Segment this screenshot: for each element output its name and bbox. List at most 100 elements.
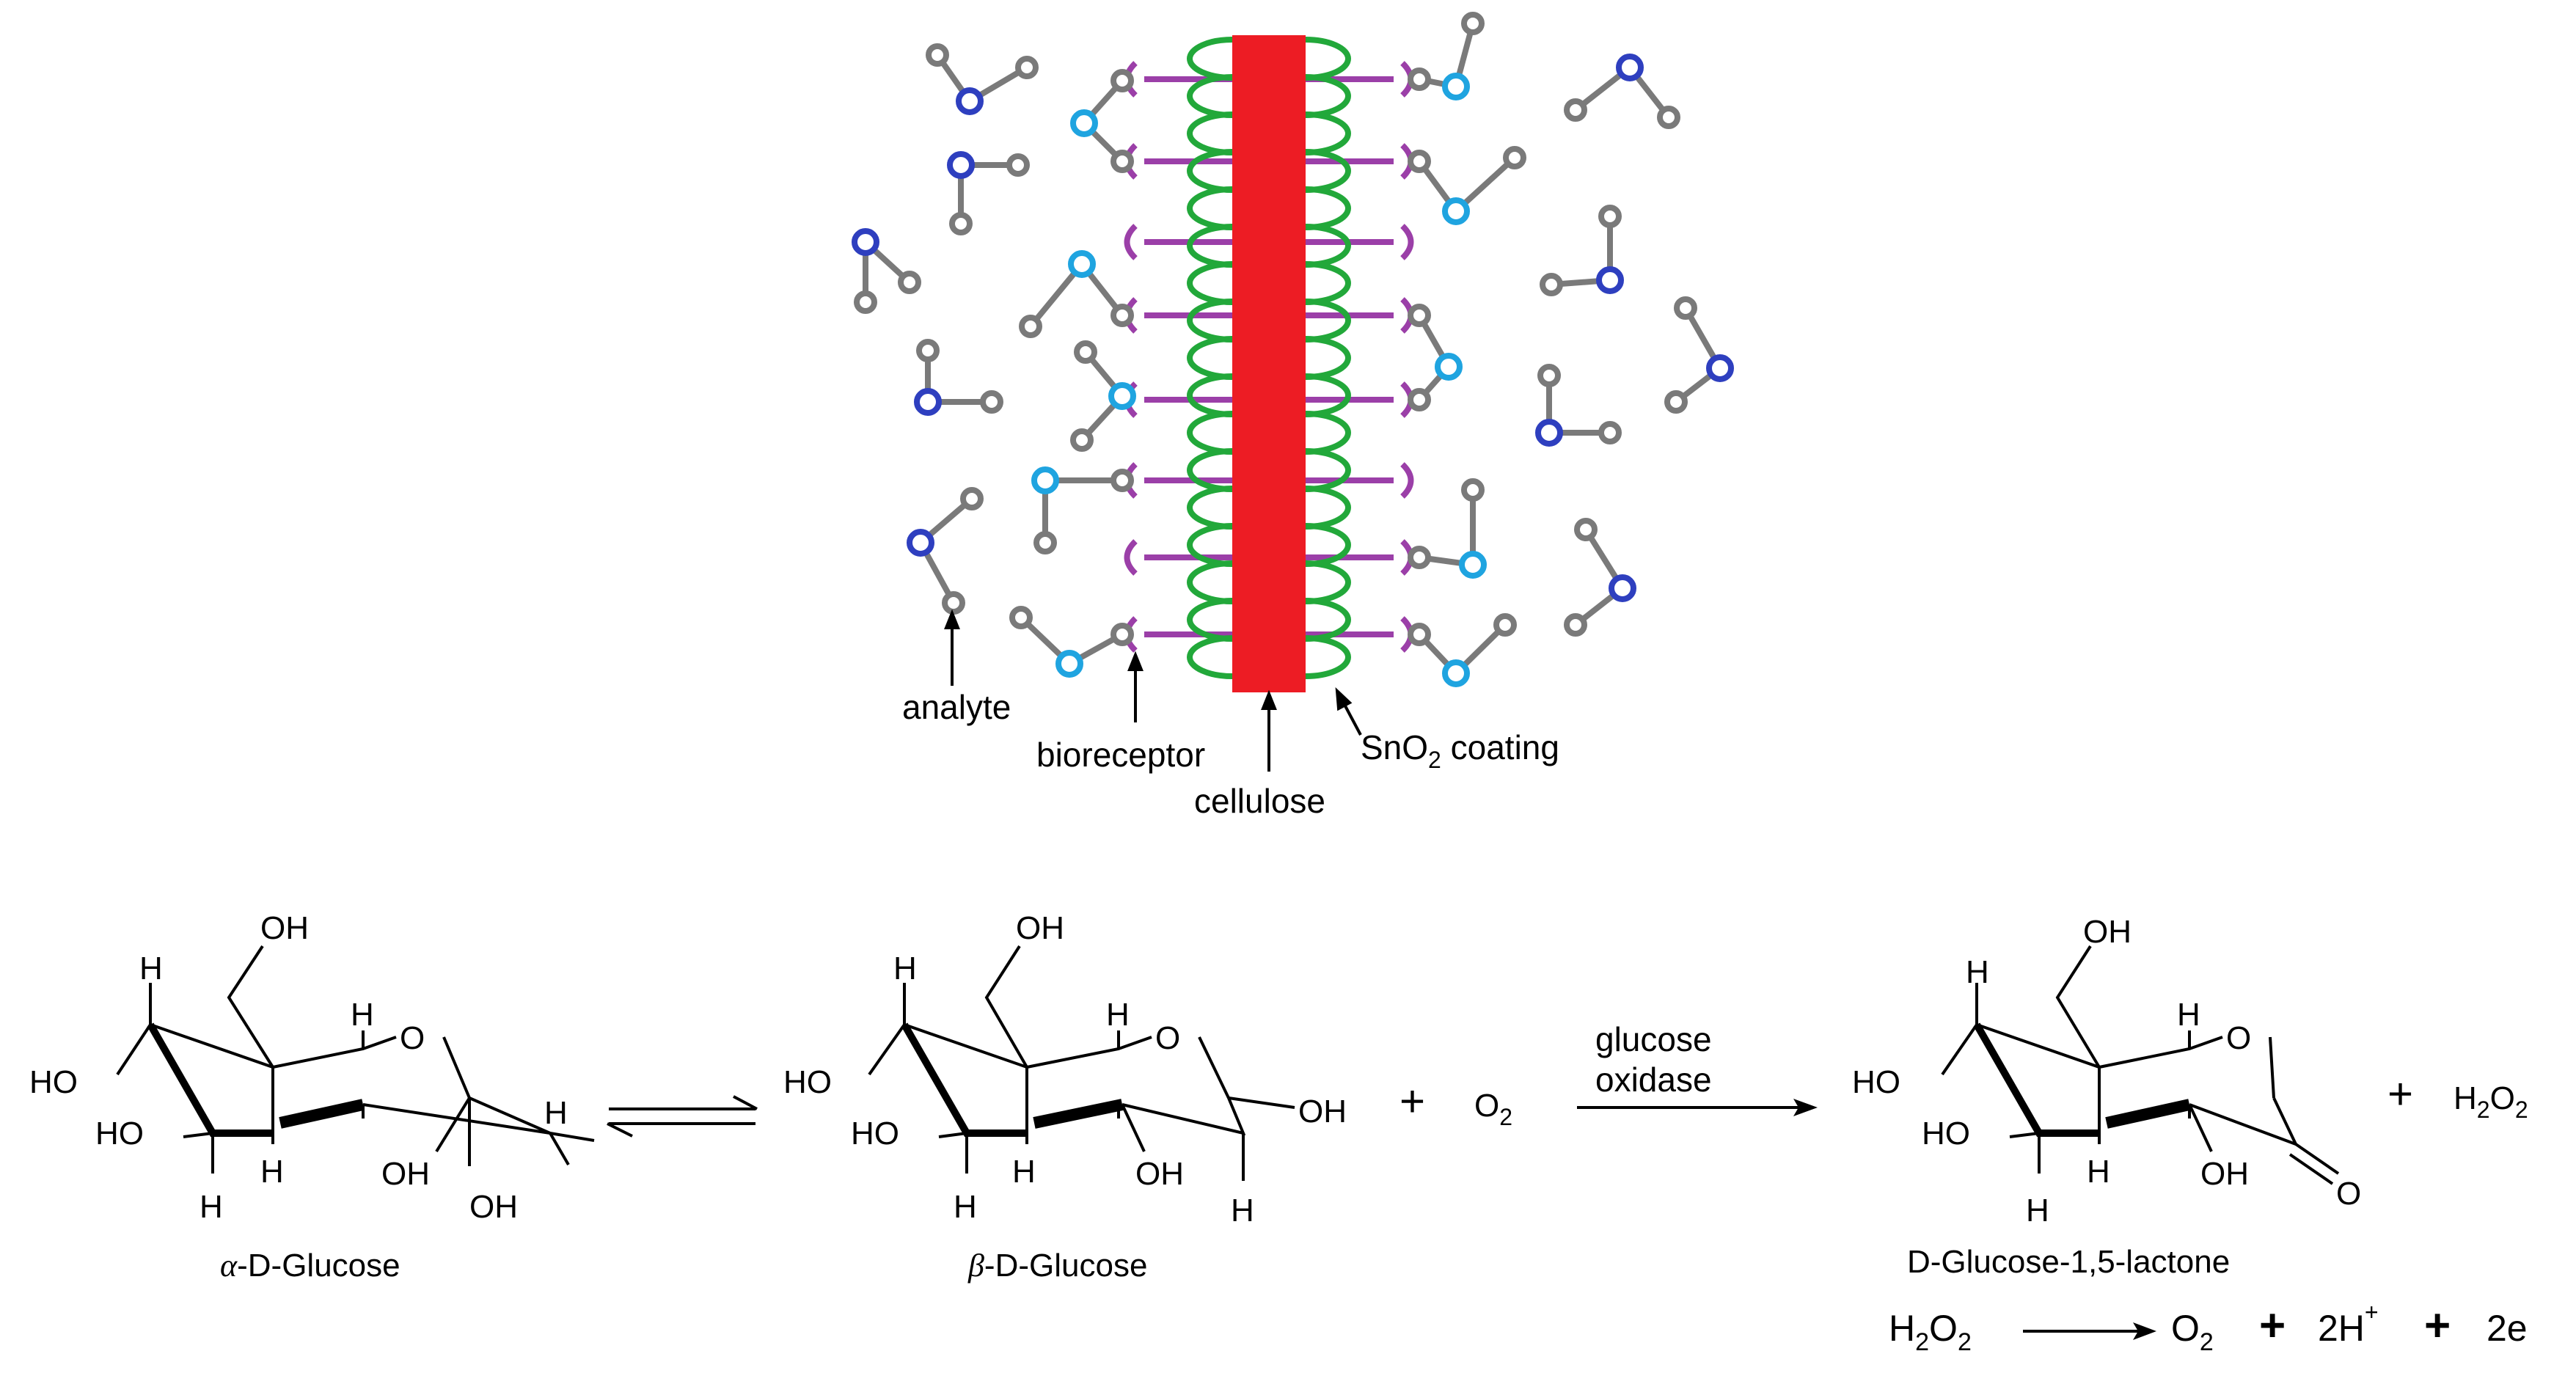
bioreceptor-cup-right bbox=[1400, 224, 1414, 260]
lactone-ho-c3: HO bbox=[1922, 1116, 1970, 1152]
product-h2o2: H2O2 bbox=[2454, 1080, 2528, 1123]
alpha-h-c2: H bbox=[260, 1154, 284, 1190]
analyte-center-atom bbox=[1616, 54, 1644, 81]
beta-oh-c2: OH bbox=[1135, 1156, 1184, 1192]
analyte-center-atom bbox=[1535, 419, 1563, 447]
decomp-o2-sub: 2 bbox=[2200, 1328, 2214, 1356]
enzyme-label: glucose oxidase bbox=[1595, 1020, 1712, 1099]
analyte-center-atom bbox=[1442, 73, 1470, 100]
coating-label-subscript: 2 bbox=[1428, 747, 1441, 773]
analyte-atom bbox=[1493, 613, 1517, 637]
coating-arrowhead bbox=[1335, 686, 1353, 711]
analyte-center-atom bbox=[1068, 250, 1096, 278]
decomp-protons-main: 2H bbox=[2318, 1308, 2365, 1349]
bound-analyte bbox=[1408, 478, 1487, 579]
decomp-h2o2-sub2: 2 bbox=[1958, 1328, 1972, 1356]
analyte-center-atom bbox=[1442, 659, 1470, 687]
alpha-oh-c1: OH bbox=[469, 1189, 518, 1225]
alpha-h-c1: H bbox=[544, 1095, 568, 1131]
bioreceptor-arrowhead bbox=[1127, 651, 1144, 671]
peroxide-decomposition: H2O2 O2 + 2H+ + 2e bbox=[1889, 1299, 2528, 1356]
analyte-center-atom bbox=[1108, 382, 1136, 410]
analyte-center-atom bbox=[907, 529, 934, 557]
decomp-o2: O2 bbox=[2171, 1308, 2214, 1356]
analyte-atom bbox=[916, 339, 940, 362]
beta-oh-top: OH bbox=[1016, 910, 1064, 946]
analyte-center-atom bbox=[1706, 354, 1734, 382]
analyte-atom bbox=[1408, 388, 1431, 411]
alpha-glucose-atoms: OH H HO HO H H O H OH OH H α-D-Glucose bbox=[29, 910, 568, 1284]
analyte-center-atom bbox=[852, 228, 879, 256]
analyte-atom bbox=[960, 487, 984, 510]
analyte-arrowhead bbox=[944, 609, 960, 629]
analyte-atom bbox=[1110, 623, 1134, 646]
analyte-atom bbox=[1503, 146, 1526, 169]
analyte-atom bbox=[1540, 273, 1563, 296]
lactone-carbonyl-o: O bbox=[2336, 1176, 2361, 1212]
product-h2o2-sub1: 2 bbox=[2477, 1096, 2490, 1123]
decomp-protons-sup: + bbox=[2365, 1299, 2379, 1325]
decomp-h2o2: H2O2 bbox=[1889, 1308, 1972, 1356]
lactone-h-c5: H bbox=[2177, 997, 2200, 1033]
free-analyte bbox=[852, 228, 921, 314]
analyte-atom bbox=[1110, 304, 1134, 327]
bioreceptor-cup-left bbox=[1124, 539, 1138, 576]
free-analyte bbox=[1664, 296, 1734, 414]
decomp-arrow bbox=[2023, 1322, 2156, 1340]
alpha-ring-o: O bbox=[400, 1020, 425, 1056]
equilibrium-arrows bbox=[607, 1095, 758, 1138]
free-analyte bbox=[947, 151, 1030, 235]
bound-analyte bbox=[1031, 466, 1134, 554]
analyte-atom bbox=[1074, 340, 1097, 364]
analyte-atom bbox=[1408, 304, 1431, 327]
free-analyte bbox=[1564, 518, 1636, 637]
analyte-atom bbox=[942, 591, 965, 615]
analyte-center-atom bbox=[1031, 466, 1059, 494]
analyte-atom bbox=[1664, 390, 1688, 414]
bound-analyte bbox=[1408, 146, 1526, 225]
free-analyte bbox=[914, 339, 1003, 416]
alpha-h-c5: H bbox=[351, 997, 374, 1033]
alpha-oh-top: OH bbox=[260, 910, 309, 946]
analyte-atom bbox=[1009, 606, 1033, 629]
analyte-atom bbox=[1657, 106, 1680, 129]
cellulose-arrowhead bbox=[1261, 689, 1277, 710]
analyte-atom bbox=[1110, 69, 1134, 92]
alpha-symbol: α bbox=[220, 1248, 238, 1284]
analyte-atom bbox=[980, 390, 1003, 414]
beta-h-c4: H bbox=[893, 951, 917, 986]
analyte-atom bbox=[1408, 546, 1431, 569]
analyte-atom bbox=[1574, 518, 1598, 541]
lactone-structure bbox=[1941, 945, 2340, 1185]
analyte-center-atom bbox=[1442, 197, 1470, 225]
lactone-name: D-Glucose-1,5-lactone bbox=[1907, 1244, 2230, 1280]
analyte-atom bbox=[1408, 150, 1431, 173]
analyte-center-atom bbox=[1435, 353, 1463, 381]
lactone-ring-o: O bbox=[2226, 1020, 2251, 1056]
analyte-atom bbox=[1110, 150, 1134, 173]
alpha-ho-c4: HO bbox=[29, 1064, 78, 1100]
coating-label-main: SnO bbox=[1361, 728, 1428, 766]
coating-label-suffix: coating bbox=[1441, 728, 1559, 766]
reactant-o2-subscript: 2 bbox=[1499, 1104, 1512, 1130]
analyte-atom bbox=[1070, 428, 1094, 452]
decomp-h2o2-h: H bbox=[1889, 1308, 1915, 1349]
enzyme-line-2: oxidase bbox=[1595, 1061, 1712, 1099]
bound-analyte bbox=[1408, 304, 1463, 411]
reactant-o2-main: O bbox=[1474, 1088, 1499, 1124]
beta-h-c1: H bbox=[1231, 1193, 1254, 1229]
bound-analyte bbox=[1070, 340, 1136, 452]
analyte-atom bbox=[1564, 613, 1587, 637]
decomp-o2-main: O bbox=[2171, 1308, 2200, 1349]
free-analyte bbox=[1540, 205, 1624, 296]
beta-oh-c1: OH bbox=[1298, 1094, 1347, 1129]
alpha-glucose-structure bbox=[116, 945, 595, 1174]
plus-o2: + bbox=[1399, 1077, 1425, 1126]
cellulose-fiber bbox=[1232, 35, 1306, 692]
analyte-atom bbox=[1598, 205, 1622, 228]
analyte-group bbox=[852, 12, 1734, 687]
analyte-center-atom bbox=[914, 388, 942, 416]
analyte-atom bbox=[1408, 67, 1431, 91]
alpha-name: α-D-Glucose bbox=[220, 1248, 400, 1284]
analyte-atom bbox=[1006, 153, 1030, 177]
